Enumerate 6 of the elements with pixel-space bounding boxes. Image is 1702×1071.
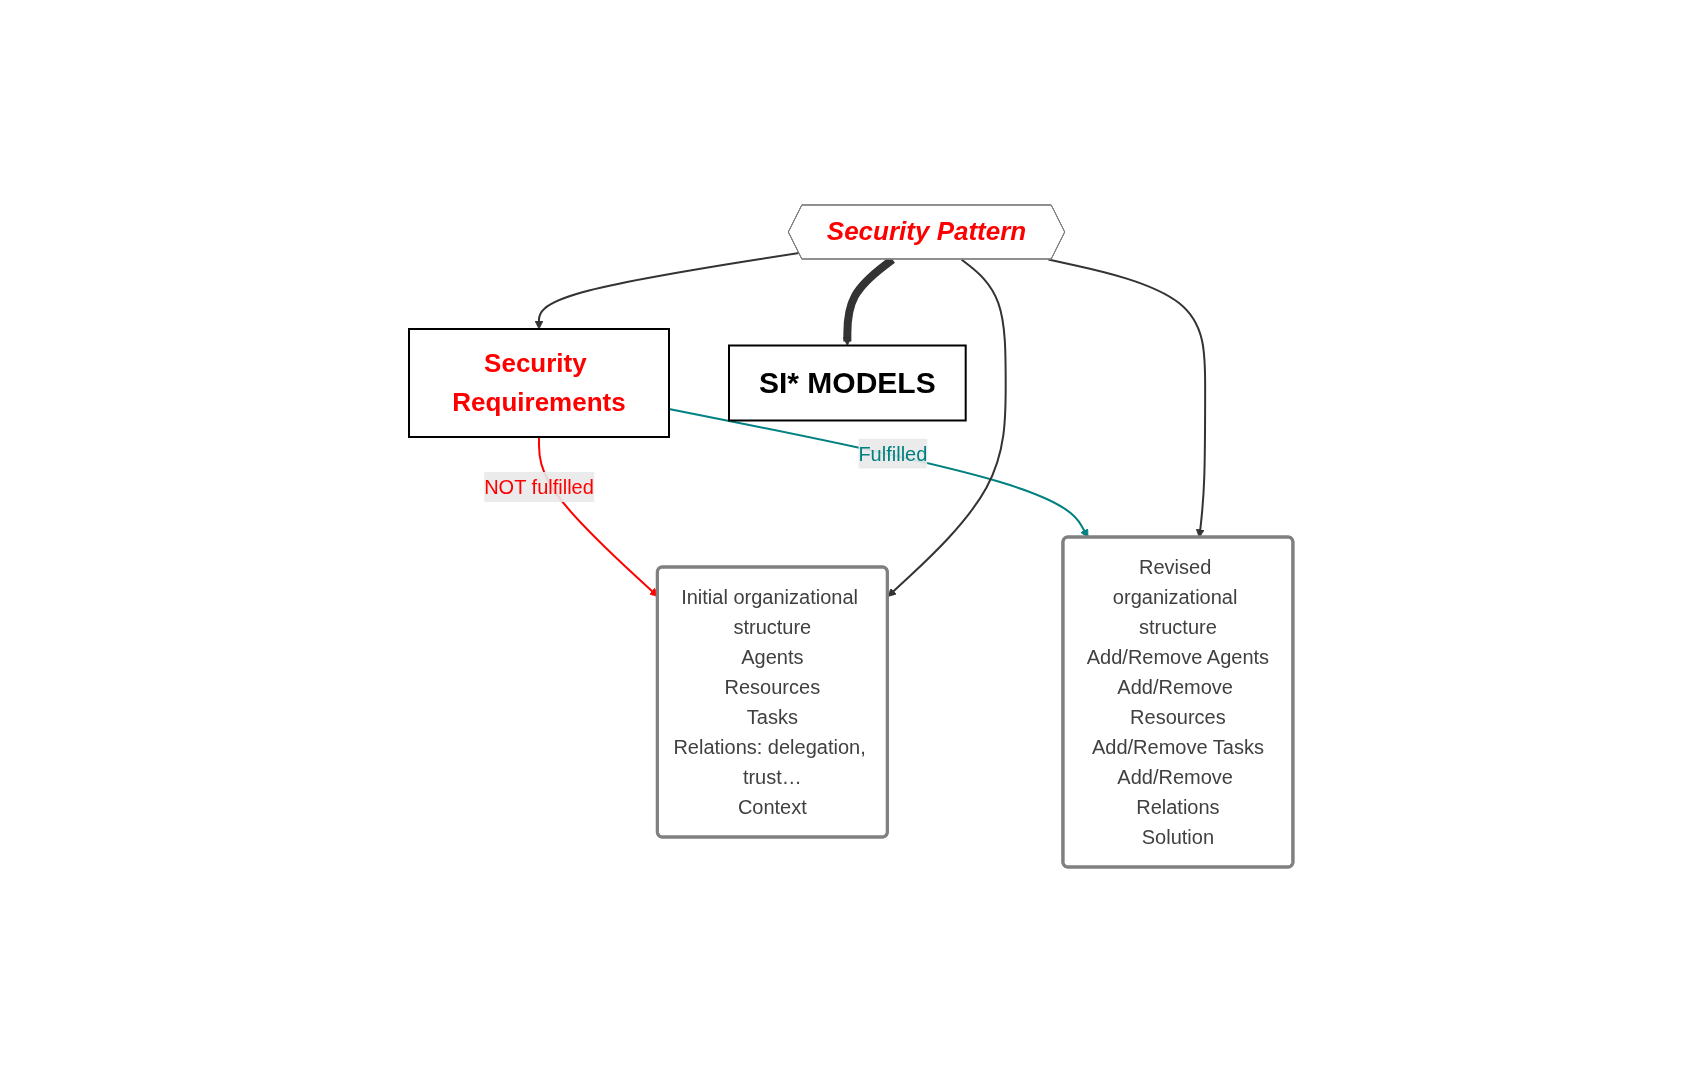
- arrow: [534, 251, 801, 329]
- node-box: Security Requirements: [408, 327, 671, 438]
- node-box: SI* MODELS: [728, 344, 967, 421]
- arrow: [887, 258, 1007, 597]
- edge-label: NOT fulfilled: [484, 475, 594, 498]
- edge-label: Fulfilled: [858, 442, 928, 465]
